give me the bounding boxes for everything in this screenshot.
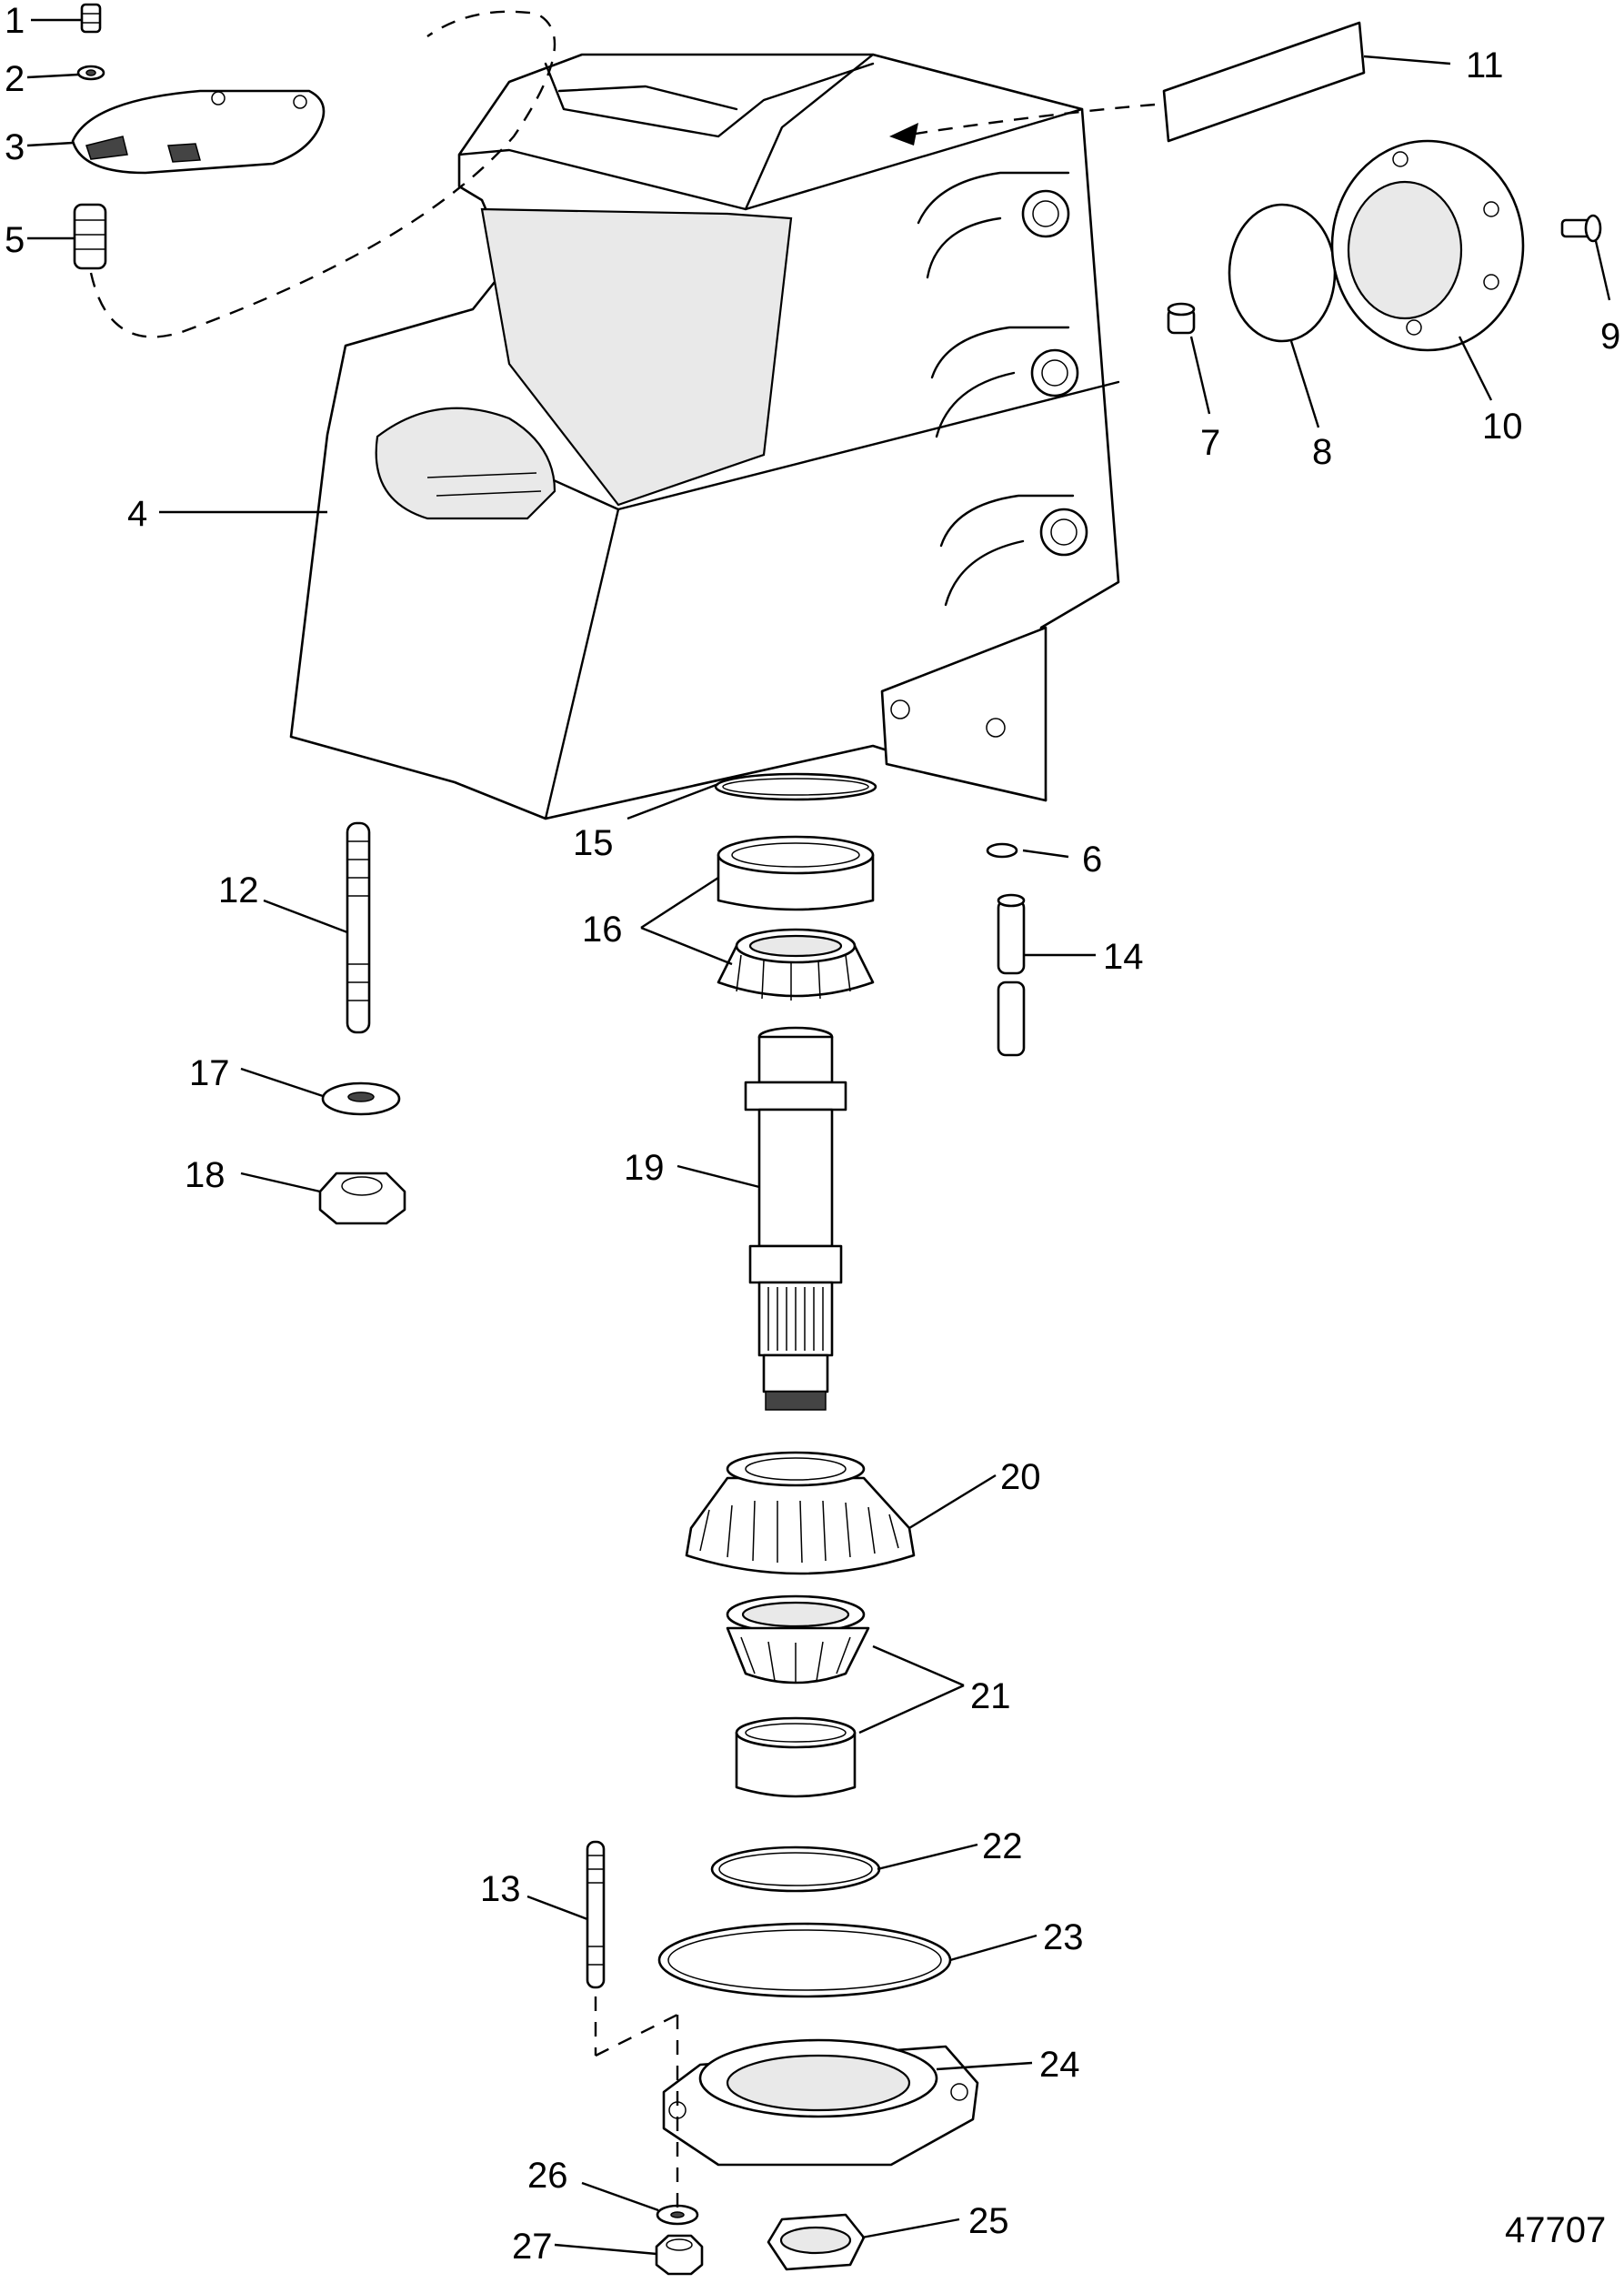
callout-21: 21 bbox=[970, 1676, 1011, 1716]
o-ring-part-15 bbox=[714, 772, 877, 801]
callout-11: 11 bbox=[1466, 45, 1504, 85]
callout-18: 18 bbox=[185, 1155, 226, 1195]
stud-axis-link bbox=[595, 2013, 678, 2057]
callout-12: 12 bbox=[218, 870, 259, 910]
leader-lines bbox=[26, 18, 1611, 2256]
washer-part-17 bbox=[321, 1081, 401, 1116]
o-ring-part-22 bbox=[710, 1846, 881, 1893]
screw-part-9 bbox=[1560, 214, 1602, 243]
callout-22: 22 bbox=[982, 1826, 1023, 1866]
callout-7: 7 bbox=[1200, 423, 1220, 463]
o-ring-part-6 bbox=[986, 842, 1018, 859]
decal-placement-arrowhead bbox=[889, 123, 918, 146]
cover-plate-part-3 bbox=[71, 89, 326, 175]
washer-part-26 bbox=[656, 2204, 699, 2226]
callout-8: 8 bbox=[1312, 432, 1332, 472]
tapered-bearing-part-21 bbox=[726, 1594, 870, 1685]
callout-27: 27 bbox=[512, 2227, 553, 2267]
callout-10: 10 bbox=[1482, 407, 1523, 447]
pin-part-14 bbox=[997, 893, 1026, 1057]
stud-part-5 bbox=[73, 203, 107, 270]
housing-part-4 bbox=[289, 53, 1120, 820]
o-ring-part-8 bbox=[1228, 203, 1337, 343]
nut-part-25 bbox=[767, 2213, 866, 2271]
callout-4: 4 bbox=[127, 494, 147, 534]
stud-path-dashed bbox=[89, 10, 556, 338]
decal-placement-dashed-arrow bbox=[908, 103, 1156, 136]
bearing-race-part-16 bbox=[717, 835, 875, 911]
callout-14: 14 bbox=[1103, 937, 1144, 977]
screw-part-1 bbox=[80, 3, 102, 34]
bearing-cup-part-21 bbox=[735, 1716, 857, 1798]
cover-part-10 bbox=[1330, 139, 1525, 352]
callout-15: 15 bbox=[573, 823, 614, 863]
retainer-part-24 bbox=[662, 2038, 979, 2167]
callout-17: 17 bbox=[189, 1053, 230, 1093]
callout-2: 2 bbox=[5, 59, 25, 99]
plug-part-7 bbox=[1167, 302, 1196, 335]
callout-26: 26 bbox=[527, 2156, 568, 2196]
callout-3: 3 bbox=[5, 127, 25, 167]
shaft-part-19 bbox=[744, 1026, 847, 1411]
callout-9: 9 bbox=[1600, 317, 1620, 357]
callout-23: 23 bbox=[1043, 1917, 1084, 1957]
pinion-gear-part-20 bbox=[685, 1451, 916, 1575]
callout-25: 25 bbox=[968, 2201, 1009, 2241]
callout-16: 16 bbox=[582, 910, 623, 950]
callout-1: 1 bbox=[5, 1, 25, 41]
callout-13: 13 bbox=[480, 1869, 521, 1909]
washer-part-2 bbox=[76, 65, 105, 81]
callout-6: 6 bbox=[1082, 840, 1102, 880]
callout-24: 24 bbox=[1039, 2045, 1080, 2085]
stud-part-13 bbox=[586, 1840, 606, 1989]
callout-5: 5 bbox=[5, 220, 25, 260]
figure-number: 47707 bbox=[1505, 2210, 1606, 2250]
nut-part-18 bbox=[318, 1172, 406, 1225]
decal-part-11 bbox=[1162, 21, 1366, 143]
stud-part-12 bbox=[346, 821, 371, 1034]
o-ring-part-23 bbox=[657, 1922, 952, 1998]
tapered-bearing-part-16 bbox=[717, 928, 875, 1001]
callout-19: 19 bbox=[624, 1148, 665, 1188]
callout-20: 20 bbox=[1000, 1457, 1041, 1497]
nut-part-27 bbox=[655, 2234, 704, 2276]
